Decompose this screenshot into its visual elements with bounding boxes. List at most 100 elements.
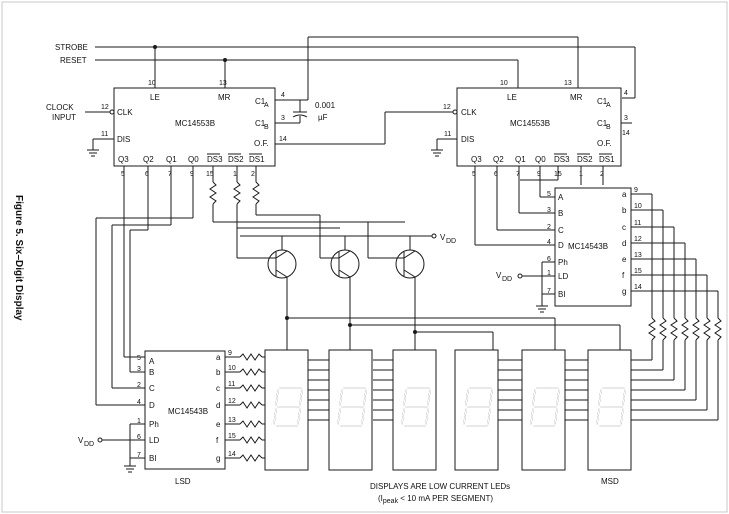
capacitor-unit: µF <box>318 113 328 122</box>
svg-text:O.F.: O.F. <box>254 139 269 148</box>
decoder-left-out-pin: 15 <box>228 433 236 440</box>
svg-text:14: 14 <box>622 130 630 137</box>
display-body <box>587 349 632 471</box>
vdd-left: V DD <box>78 423 145 473</box>
seven-segment-display <box>264 349 309 471</box>
decoder-right-out-label: d <box>622 239 626 248</box>
decoder-right-in-label: A <box>558 193 564 202</box>
svg-text:DIS: DIS <box>461 135 474 144</box>
seven-segment-display <box>587 349 632 471</box>
svg-text:5: 5 <box>472 171 476 178</box>
display-segment-inner <box>299 389 303 406</box>
svg-text:7: 7 <box>168 171 172 178</box>
segment-resistor <box>681 317 689 341</box>
display-segment-inner <box>297 408 301 425</box>
svg-text:DS2: DS2 <box>228 155 244 164</box>
display-body <box>392 349 437 471</box>
clock-label-2: INPUT <box>52 113 76 122</box>
decoder-right-in-label: B <box>558 209 563 218</box>
svg-text:13: 13 <box>219 80 227 87</box>
decoder-left-in-pin: 5 <box>137 355 141 362</box>
svg-text:Q2: Q2 <box>143 155 154 164</box>
svg-text:4: 4 <box>624 90 628 97</box>
svg-text:A: A <box>264 102 269 109</box>
display-segment-inner <box>427 389 431 406</box>
decoder-left-out-pin: 10 <box>228 365 236 372</box>
transistor-supply: V DD <box>240 233 456 250</box>
display-segment-inner <box>337 408 341 425</box>
decoder-right-in-pin: 5 <box>547 191 551 198</box>
decoder-left-out-label: f <box>216 436 219 445</box>
display-segment-inner <box>339 389 343 406</box>
lsd-label: LSD <box>175 477 191 486</box>
cascade-wire <box>275 36 579 101</box>
vdd-top-sub: DD <box>446 238 456 245</box>
decoder-left-out-label: g <box>216 454 220 463</box>
decoder-left-out-label: e <box>216 420 221 429</box>
seven-segment-display <box>454 349 499 471</box>
figure-title: Figure 5. Six–Digit Display <box>13 195 24 321</box>
decoder-left-in-pin: 4 <box>137 399 141 406</box>
anode-lines <box>285 316 621 350</box>
segment-resistor <box>239 368 263 376</box>
display-segment-inner <box>622 389 626 406</box>
decoder-right-out-pin: 9 <box>634 187 638 194</box>
display-body <box>521 349 566 471</box>
svg-text:CLK: CLK <box>461 108 477 117</box>
svg-text:15: 15 <box>206 171 214 178</box>
decoder-right-out-pin: 13 <box>634 252 642 259</box>
decoder-left-in-label: BI <box>149 454 157 463</box>
decoder-right-out-pin: 11 <box>634 220 641 227</box>
decoder-right-part: MC14543B <box>568 242 608 251</box>
display-segment-inner <box>425 408 429 425</box>
decoder-left-out-label: a <box>216 353 221 362</box>
decoder-right-out-pin: 14 <box>634 284 642 291</box>
display-segment-inner <box>465 389 469 406</box>
svg-text:O.F.: O.F. <box>597 139 612 148</box>
segment-resistor <box>692 317 700 341</box>
decoder-right-in-pin: 3 <box>547 207 551 214</box>
decoder-right-in-pin: 6 <box>547 256 551 263</box>
digit-resistors <box>209 166 405 259</box>
transistor-3 <box>390 249 425 332</box>
svg-text:C1: C1 <box>597 97 608 106</box>
svg-text:Q1: Q1 <box>166 155 177 164</box>
display-segment-inner <box>275 389 279 406</box>
msd-label: MSD <box>601 477 619 486</box>
svg-text:9: 9 <box>537 171 541 178</box>
svg-text:C1: C1 <box>597 119 608 128</box>
strobe-line: STROBE <box>55 43 636 99</box>
display-segment-inner <box>530 408 534 425</box>
segment-resistor <box>239 384 263 392</box>
decoder-right-in-label: C <box>558 226 564 235</box>
svg-text:2: 2 <box>251 171 255 178</box>
counter-right-part: MC14553B <box>510 119 550 128</box>
segment-resistor <box>648 317 656 341</box>
svg-text:V: V <box>78 436 84 445</box>
transistor-1 <box>262 249 297 318</box>
segment-resistor <box>714 317 722 341</box>
decoder-left-part: MC14543B <box>168 407 208 416</box>
svg-text:9: 9 <box>190 171 194 178</box>
decoder-right-in-label: Ph <box>558 258 568 267</box>
left-counter-bus <box>95 166 194 406</box>
svg-text:Q1: Q1 <box>515 155 526 164</box>
svg-text:V: V <box>496 271 502 280</box>
decoder-left-in-label: LD <box>149 436 159 445</box>
segment-resistor <box>239 353 263 361</box>
decoder-left-out-pin: 11 <box>228 381 235 388</box>
decoder-right-in-label: D <box>558 241 564 250</box>
decoder-left-in-label: B <box>149 368 154 377</box>
display-segment-inner <box>361 408 365 425</box>
timing-capacitor: 0.001 µF <box>292 100 336 123</box>
svg-text:DS1: DS1 <box>599 155 615 164</box>
counter-right: MC14553B 10 LE 13 MR 4 C1 A 3 C1 B 14 O.… <box>431 80 632 178</box>
segment-resistor <box>239 401 263 409</box>
svg-text:DD: DD <box>502 276 512 283</box>
svg-text:3: 3 <box>281 115 285 122</box>
svg-text:7: 7 <box>516 171 520 178</box>
svg-text:CLK: CLK <box>117 108 133 117</box>
display-segment-inner <box>556 389 560 406</box>
